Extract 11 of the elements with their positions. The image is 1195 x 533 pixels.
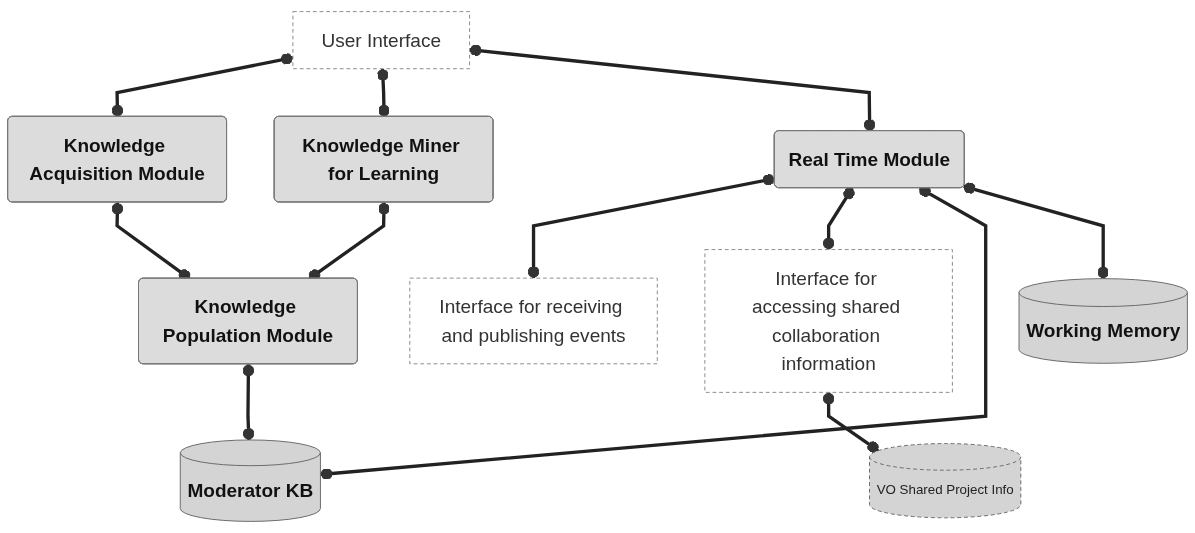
connector: [963, 182, 1109, 279]
node-box: User Interface: [292, 11, 471, 70]
connector: [822, 187, 855, 250]
connector: [469, 44, 876, 132]
node-box: Interface for accessing shared collaboration information: [704, 249, 953, 393]
node-box: Interface for receiving and publishing events: [409, 277, 658, 365]
connector: [822, 392, 880, 453]
connector: [242, 364, 255, 441]
connector: [111, 53, 294, 117]
connector: [527, 173, 775, 279]
connector: [377, 68, 390, 117]
